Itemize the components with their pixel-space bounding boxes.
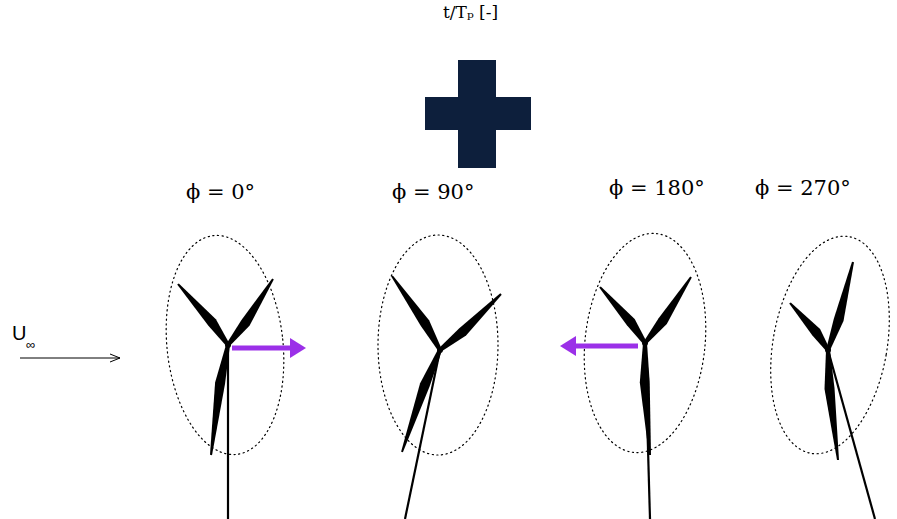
- motion-arrow: [576, 344, 638, 349]
- rotor-blade: [643, 276, 691, 344]
- tower: [227, 345, 229, 519]
- inflow-arrow: [20, 358, 120, 359]
- rotor-blade: [226, 278, 273, 346]
- motion-arrowhead: [290, 338, 306, 358]
- hub: [642, 340, 648, 346]
- rotor-disk: [755, 227, 897, 463]
- motion-arrowhead: [560, 336, 576, 356]
- rotor-disk: [574, 227, 716, 458]
- rotor-disk: [378, 235, 498, 455]
- tower: [405, 350, 440, 519]
- velocity-symbol: U: [12, 322, 26, 345]
- phase-label: ϕ = 270°: [755, 176, 851, 200]
- rotor-blade: [439, 293, 502, 351]
- rotor-blade: [789, 302, 829, 351]
- rotor-blade: [401, 349, 442, 452]
- rotor-blade: [391, 276, 442, 352]
- phase-label: ϕ = 0°: [186, 180, 255, 204]
- hub: [825, 347, 831, 353]
- axis-label: t/Tₚ [-]: [443, 2, 498, 22]
- hub: [437, 347, 443, 353]
- plus-horizontal-bar: [425, 97, 531, 130]
- plus-sign: [425, 60, 531, 168]
- rotor-blade: [640, 343, 651, 455]
- phase-label: ϕ = 90°: [392, 180, 474, 204]
- velocity-subscript: ∞: [26, 337, 35, 352]
- rotor-blade: [599, 286, 646, 344]
- phase-label: ϕ = 180°: [609, 176, 705, 200]
- motion-arrow: [232, 346, 290, 351]
- rotor-disk: [156, 230, 294, 461]
- rotor-blade: [825, 350, 840, 460]
- rotor-blade: [826, 262, 854, 351]
- rotor-blade: [210, 345, 230, 456]
- rotor-blade: [177, 283, 229, 346]
- hub: [225, 342, 231, 348]
